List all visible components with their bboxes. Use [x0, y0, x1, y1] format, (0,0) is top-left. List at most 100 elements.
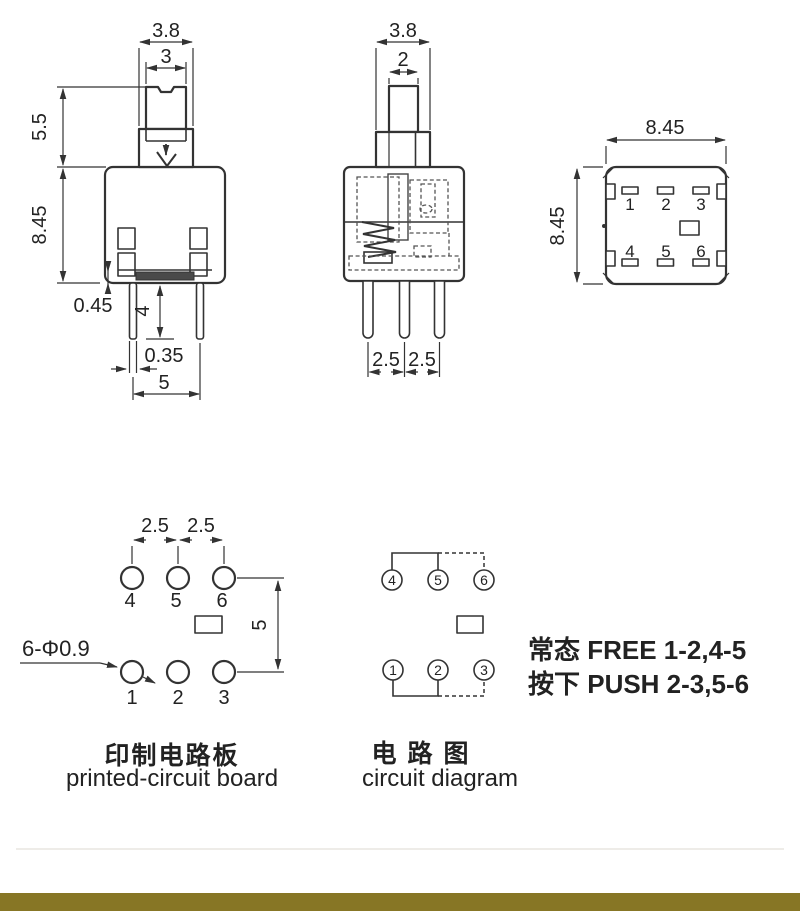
edge-notch: [605, 250, 616, 267]
pin-front-left: [128, 282, 138, 340]
dim-pcb-pitch: 2.5 2.5: [131, 515, 225, 564]
edge-notch: [716, 250, 727, 267]
node-3: [473, 659, 495, 681]
link-2-3-dashed: [438, 680, 485, 697]
dim-label: 2.5: [372, 349, 400, 371]
link-1-2: [392, 680, 439, 697]
dim-label: 2.5: [408, 349, 436, 371]
pcb-hole-4: [119, 565, 145, 591]
pcb-hole-1: [119, 659, 145, 685]
pcb-hole-5: [165, 565, 191, 591]
pin-number: 3: [218, 687, 229, 709]
pin-side-1: [362, 280, 374, 339]
pin-number: 5: [170, 590, 181, 612]
pin-number: 4: [625, 242, 634, 261]
switch-body-side: [342, 165, 466, 283]
dim-front-pin-span: 5: [132, 343, 201, 400]
pcb-caption-en: printed-circuit board: [66, 765, 278, 792]
terminal-slot-2: [656, 186, 675, 195]
dim-front-pin-length: 4: [132, 285, 174, 340]
circuit-caption-zh: 电 路 图: [372, 740, 471, 768]
pcb-hole-2: [165, 659, 191, 685]
note-free-state: 常态 FREE 1-2,4-5: [528, 635, 746, 665]
footer-bar: [0, 893, 800, 911]
pcb-keying-slot: [194, 615, 223, 634]
terminal-slot-5: [656, 258, 675, 267]
state-notes: 常态 FREE 1-2,4-5 按下 PUSH 2-3,5-6: [528, 635, 749, 699]
node-6: [473, 569, 495, 591]
link-5-6-dashed: [438, 552, 485, 570]
push-arrow-icon: [156, 144, 177, 168]
hole-callout: 6-Φ0.9: [20, 636, 156, 684]
pin-number: 6: [216, 590, 227, 612]
bottom-view: 1 2 3 4 5 6 8.45 8.45: [547, 117, 730, 286]
node-4: [381, 569, 403, 591]
spring-icon: [361, 221, 397, 258]
dim-side-plunger-width: 2: [388, 49, 419, 84]
edge-notch: [605, 183, 616, 200]
base-plate: [135, 271, 195, 281]
pin-number: 6: [696, 242, 705, 261]
dim-side-pin-pitch: 2.5 2.5: [367, 342, 441, 377]
dim-bottom-height: 8.45: [547, 166, 603, 285]
pcb-caption-zh: 印制电路板: [104, 742, 239, 770]
terminal-slot-3: [692, 186, 710, 195]
circuit-caption-en: circuit diagram: [362, 765, 518, 792]
pin-number: 5: [661, 242, 670, 261]
dim-front-base: 0.45: [74, 261, 113, 317]
dim-pcb-row-span: 5: [237, 577, 284, 673]
hole-note-label: 6-Φ0.9: [22, 636, 90, 661]
plunger: [387, 84, 420, 134]
dim-label: 8.45: [646, 117, 685, 139]
terminal-slot-1: [621, 186, 639, 195]
note-push-state: 按下 PUSH 2-3,5-6: [528, 669, 749, 699]
node-number: 6: [480, 572, 488, 588]
node-number: 5: [434, 572, 442, 588]
dim-label: 8.45: [547, 207, 569, 246]
switch-base-outline: [604, 165, 728, 286]
dim-label: 4: [132, 305, 154, 316]
pin-number: 1: [126, 687, 137, 709]
node-number: 2: [434, 662, 442, 678]
dim-label: 0.45: [74, 295, 113, 317]
node-number: 3: [480, 662, 488, 678]
internal-mechanism: [348, 173, 460, 271]
body-notch: [117, 252, 136, 277]
dim-label: 3: [160, 46, 171, 68]
circuit-keying-slot: [456, 615, 484, 634]
dim-label: 5.5: [29, 113, 51, 141]
dim-front-heights: 5.5 8.45: [29, 86, 146, 284]
dim-label: 2.5: [141, 515, 169, 537]
dim-label: 0.35: [145, 345, 184, 367]
dim-front-pin-width: 0.35: [111, 341, 183, 373]
plunger-collar: [374, 130, 432, 169]
terminal-slot-4: [621, 258, 639, 267]
pin-number: 3: [696, 195, 705, 214]
dim-front-cap-width: 3.8: [138, 20, 194, 126]
edge-bump: [602, 224, 606, 228]
body-notch: [189, 227, 208, 250]
node-number: 4: [388, 572, 396, 588]
dim-label: 5: [158, 372, 169, 394]
pin-number: 2: [172, 687, 183, 709]
body-notch: [117, 227, 136, 250]
pin-number: 1: [625, 195, 634, 214]
link-4-5: [391, 552, 439, 570]
terminal-slot-6: [692, 258, 710, 267]
edge-notch: [716, 183, 727, 200]
pin-side-3: [433, 280, 446, 339]
dim-label: 8.45: [29, 206, 51, 245]
pin-front-right: [195, 282, 205, 340]
node-1: [382, 659, 404, 681]
circuit-diagram: 4 5 6 1 2 3 电 路 图 circuit diagram: [362, 552, 518, 792]
pcb-hole-3: [211, 659, 237, 685]
side-view: 3.8 2 2.5 2.5: [342, 20, 466, 377]
keying-slot: [679, 220, 700, 236]
dim-label: 5: [249, 619, 271, 630]
dim-side-cap-width: 3.8: [375, 20, 431, 130]
pin-number: 4: [124, 590, 135, 612]
node-5: [427, 569, 449, 591]
pin-number: 2: [661, 195, 670, 214]
